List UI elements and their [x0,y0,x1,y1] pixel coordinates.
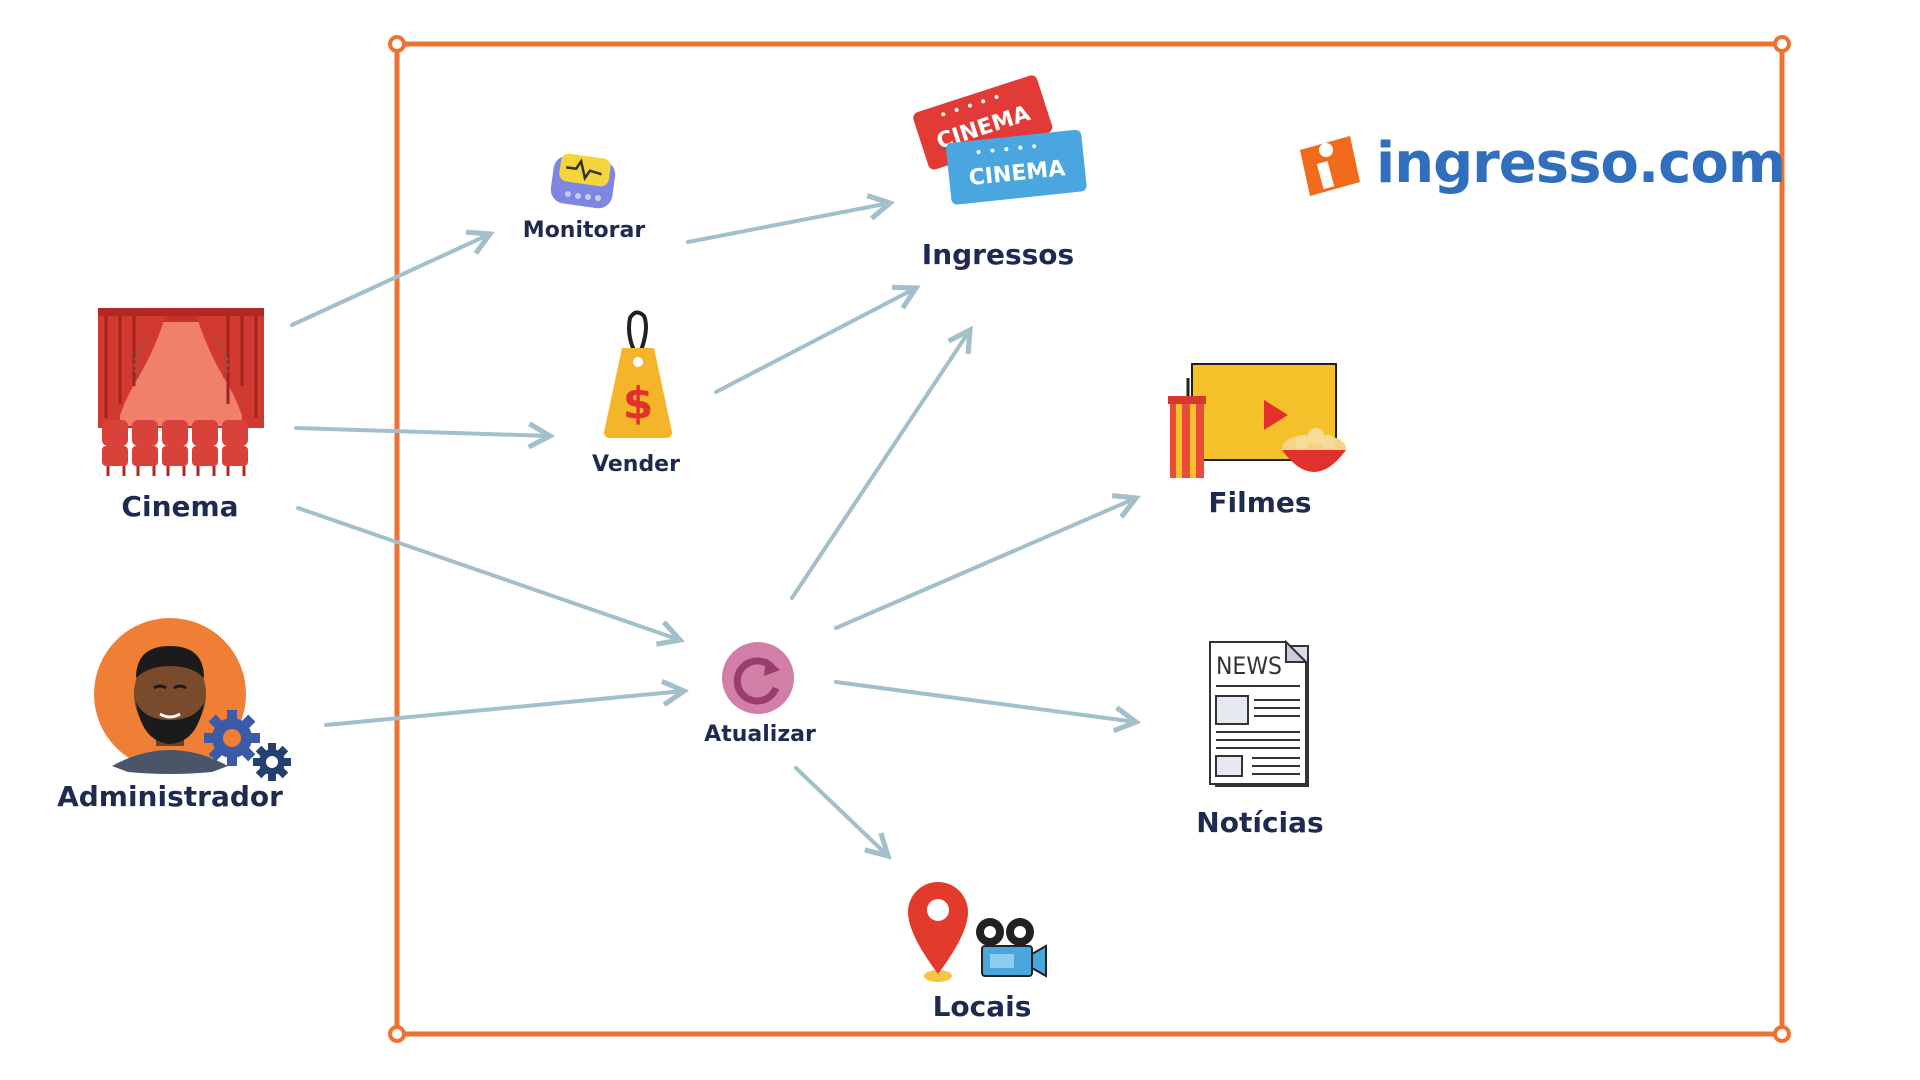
refresh-icon [722,642,794,714]
brand-name: ingresso.com [1376,131,1786,196]
entity-filmes-label: Filmes [1208,486,1312,519]
arrow-atualizar-to-filmes [834,498,1136,630]
cinema-tickets-icon: CINEMA CINEMA [913,75,1087,205]
arrow-monitorar-to-ingressos [686,203,890,244]
ingresso-logo-icon [1300,136,1360,196]
actor-admin-label: Administrador [57,780,283,813]
movie-screen-icon [1168,363,1346,478]
arrow-atualizar-to-noticias [834,680,1136,722]
system-boundary [388,35,1791,1043]
arrow-vender-to-ingressos [714,288,916,394]
price-tag-icon: $ [604,310,672,438]
newspaper-text: NEWS [1216,652,1282,680]
entity-locais-label: Locais [932,990,1032,1023]
usecase-monitorar-label: Monitorar [522,218,646,243]
entity-noticias-label: Notícias [1196,806,1324,839]
arrow-cinema-to-monitorar [290,234,490,327]
theater-curtain-icon [98,308,264,476]
usecase-vender-label: Vender [592,452,680,477]
arrow-atualizar-to-locais [794,766,888,856]
arrow-admin-to-atualizar [324,691,684,727]
arrow-cinema-to-atualizar [296,506,680,640]
arrow-atualizar-to-ingressos [790,330,970,600]
entity-ingressos-label: Ingressos [921,238,1075,271]
svg-text:$: $ [623,378,654,429]
film-camera-icon [976,918,1047,978]
admin-avatar-icon [94,618,291,781]
brand-logo: ingresso.com [1296,124,1786,204]
newspaper-icon: NEWS [1209,640,1309,787]
arrow-cinema-to-vender [294,428,550,436]
usecase-atualizar-label: Atualizar [704,722,816,747]
actor-cinema-label: Cinema [121,490,239,523]
monitor-device-icon [550,153,616,209]
location-pin-icon [908,882,1047,982]
